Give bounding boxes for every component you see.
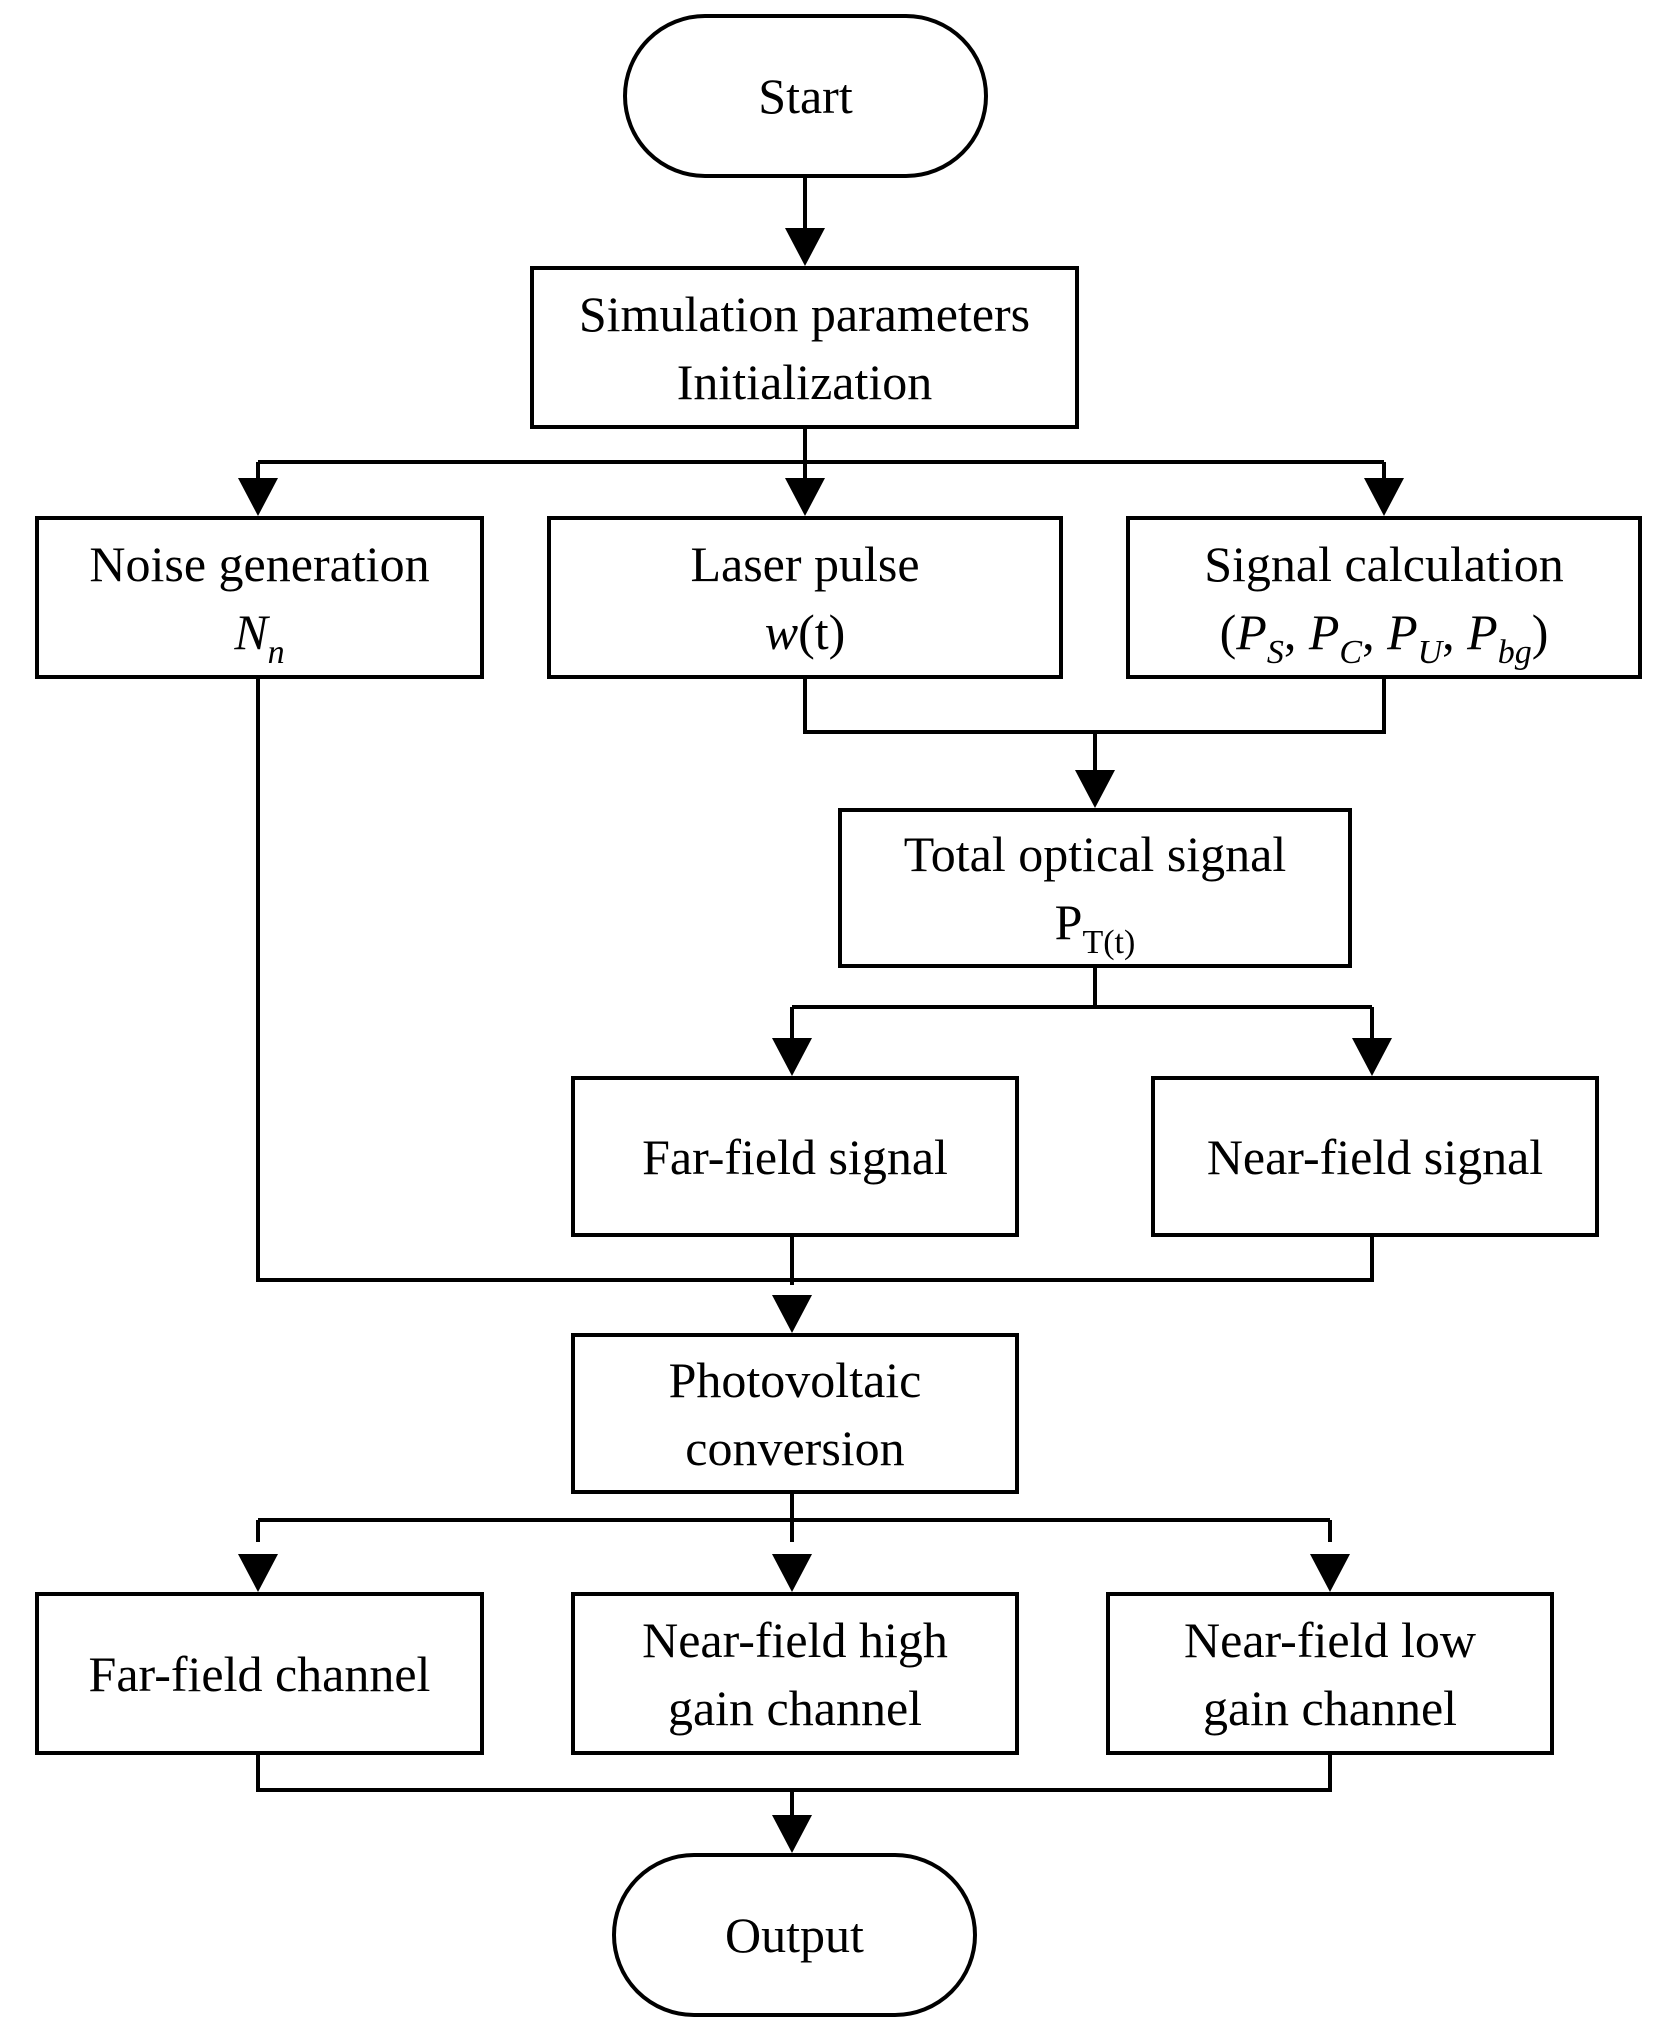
arrowhead-photovoltaic <box>772 1295 812 1333</box>
far-field-signal-label: Far-field signal <box>642 1128 948 1185</box>
near-field-signal-label: Near-field signal <box>1206 1128 1544 1185</box>
near-field-high-gain-box: Near-field high gain channel <box>571 1592 1019 1755</box>
nf-high-gain-line1: Near-field high <box>642 1611 948 1668</box>
term-s3: U <box>1417 633 1443 671</box>
signal-calculation-box: Signal calculation (PS, PC, PU, Pbg) <box>1126 516 1642 679</box>
sim-init-line1: Simulation parameters <box>578 285 1031 342</box>
arrowhead-far-field-signal <box>772 1038 812 1076</box>
edge-total-branch <box>790 968 1374 1040</box>
start-label: Start <box>758 68 853 124</box>
total-sub: T(t) <box>1082 924 1136 961</box>
edge-init-branch <box>256 428 1386 478</box>
total-optical-signal-box: Total optical signal PT(t) <box>838 808 1352 968</box>
nf-low-gain-line2: gain channel <box>1202 1679 1458 1736</box>
arrowhead-start <box>785 228 825 266</box>
far-field-channel-label: Far-field channel <box>88 1645 431 1702</box>
noise-generation-box: Noise generation Nn <box>35 516 484 679</box>
laser-arg: (t) <box>798 603 846 660</box>
term-sep2: , <box>1362 603 1388 660</box>
laser-title: Laser pulse <box>690 535 920 592</box>
arrowhead-laser <box>785 478 825 516</box>
total-optical-symbol: PT(t) <box>1054 888 1136 960</box>
term-s2: C <box>1339 633 1363 671</box>
sim-init-line2: Initialization <box>676 353 933 410</box>
noise-title: Noise generation <box>89 535 430 592</box>
edge-merge-to-photovoltaic <box>256 679 1374 1285</box>
photovoltaic-line2: conversion <box>685 1419 905 1476</box>
near-field-signal-box: Near-field signal <box>1151 1076 1599 1237</box>
noise-symbol: Nn <box>234 598 284 670</box>
paren-close: ) <box>1531 603 1549 660</box>
arrowhead-signal-calc <box>1364 478 1404 516</box>
laser-pulse-box: Laser pulse w(t) <box>547 516 1063 679</box>
far-field-channel-box: Far-field channel <box>35 1592 484 1755</box>
term-sep3: , <box>1442 603 1468 660</box>
nf-high-gain-line2: gain channel <box>667 1679 923 1736</box>
term-p2: P <box>1308 603 1340 660</box>
term-s4: bg <box>1497 633 1532 671</box>
photovoltaic-line1: Photovoltaic <box>668 1351 922 1408</box>
output-node: Output <box>612 1853 977 2017</box>
laser-symbol: w(t) <box>765 598 846 666</box>
start-node: Start <box>623 14 988 178</box>
far-field-signal-box: Far-field signal <box>571 1076 1019 1237</box>
term-s1: S <box>1266 633 1284 671</box>
arrowhead-far-field-channel <box>238 1554 278 1592</box>
edge-laser-signal-merge <box>803 679 1386 778</box>
arrowhead-nf-low-gain <box>1310 1554 1350 1592</box>
arrowhead-noise <box>238 478 278 516</box>
near-field-low-gain-box: Near-field low gain channel <box>1106 1592 1554 1755</box>
signal-calc-title: Signal calculation <box>1204 535 1564 592</box>
arrowhead-total-optical <box>1075 770 1115 808</box>
term-p3: P <box>1387 603 1418 660</box>
photovoltaic-conversion-box: Photovoltaic conversion <box>571 1333 1019 1494</box>
signal-calc-terms: (PS, PC, PU, Pbg) <box>1219 598 1549 670</box>
total-optical-title: Total optical signal <box>903 826 1287 882</box>
noise-sub: n <box>267 633 285 671</box>
term-p1: P <box>1236 603 1267 660</box>
arrowhead-output <box>772 1815 812 1853</box>
sim-init-box: Simulation parameters Initialization <box>530 266 1079 429</box>
output-label: Output <box>725 1907 864 1963</box>
arrowhead-near-field-signal <box>1352 1038 1392 1076</box>
edge-photovoltaic-branch <box>256 1494 1332 1542</box>
paren-open: ( <box>1219 603 1237 660</box>
total-sym: P <box>1054 894 1083 950</box>
noise-sym: N <box>234 603 268 660</box>
laser-sym: w <box>764 603 799 660</box>
arrowhead-nf-high-gain <box>772 1554 812 1592</box>
term-sep1: , <box>1283 603 1309 660</box>
term-p4: P <box>1467 603 1498 660</box>
edge-channels-to-output <box>256 1755 1332 1823</box>
nf-low-gain-line1: Near-field low <box>1184 1611 1476 1668</box>
